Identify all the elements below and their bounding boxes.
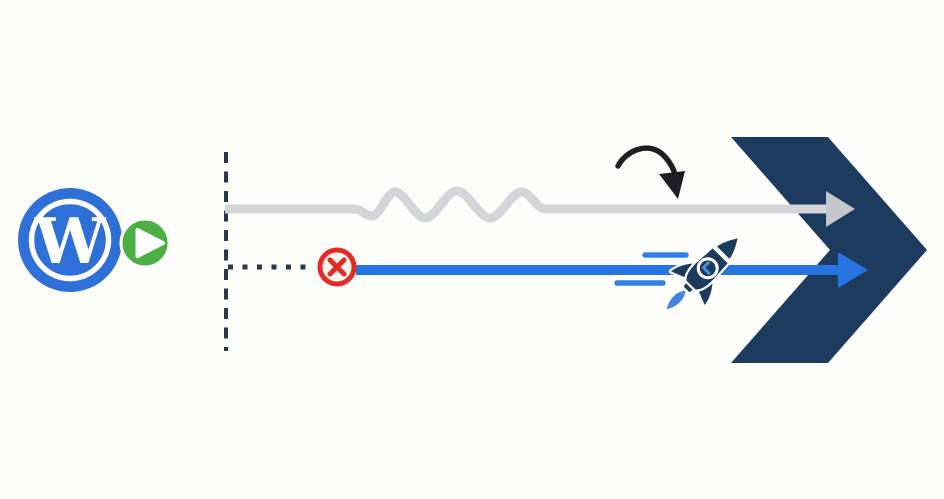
clock-icon xyxy=(696,257,719,280)
play-triangle xyxy=(135,228,165,258)
slow-wavy-arrow xyxy=(225,186,855,227)
error-x-icon xyxy=(317,247,357,287)
play-button-icon xyxy=(119,217,171,269)
slow-path-line xyxy=(225,186,826,223)
curve-arrow-icon xyxy=(615,145,685,199)
fast-straight-arrow xyxy=(356,252,868,288)
clock-hands xyxy=(701,261,711,275)
curve-arrow-shaft xyxy=(615,145,677,174)
wordpress-logo: W xyxy=(18,188,122,292)
curve-arrow-head xyxy=(659,171,685,199)
error-x-stroke-2 xyxy=(327,257,347,277)
slow-path-arrowhead xyxy=(826,191,855,227)
fast-path-arrowhead xyxy=(838,252,868,288)
rocket-window-face xyxy=(699,260,716,277)
wordpress-w-letter: W xyxy=(34,204,107,278)
rocket-flame xyxy=(664,288,688,312)
wordpress-inner-ring xyxy=(28,198,112,282)
rocket-nose xyxy=(714,236,740,262)
forward-chevron-icon xyxy=(731,137,927,363)
speed-lines xyxy=(614,252,689,286)
rocket-icon xyxy=(664,236,740,312)
